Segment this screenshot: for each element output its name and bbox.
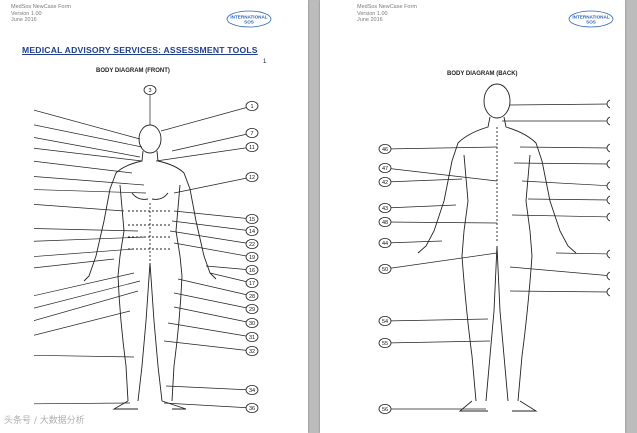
callout-label-14: 14: [249, 229, 255, 235]
callout-label-32: 32: [249, 349, 255, 355]
callout-label-55: 55: [382, 341, 388, 347]
callout-label-15: 15: [249, 217, 255, 223]
callout-label-3: 3: [148, 88, 151, 94]
header-meta: MedSos NewCase Form Version 1.00 June 20…: [11, 4, 71, 24]
callout-label-54: 54: [382, 319, 388, 325]
international-sos-logo-right: INTERNATIONAL SOS: [568, 10, 614, 28]
form-date: June 2016: [357, 17, 417, 24]
callout-label-28: 28: [249, 294, 255, 300]
callout-label-11: 11: [249, 145, 255, 151]
callout-label-50: 50: [382, 267, 388, 273]
callout-label-34: 34: [249, 388, 255, 394]
body-diagram-back: 4647424348445054555637383940454149515253: [360, 81, 610, 421]
callout-label-29: 29: [249, 307, 255, 313]
callout-label-30: 30: [249, 321, 255, 327]
callout-label-31: 31: [249, 335, 255, 341]
window-edge: [628, 0, 637, 433]
callout-label-17: 17: [249, 281, 255, 287]
callout-label-47: 47: [382, 166, 388, 172]
diagram-frame-back: [360, 81, 610, 421]
callout-label-1: 1: [250, 104, 253, 110]
callout-label-43: 43: [382, 206, 388, 212]
header-meta-right: MedSos NewCase Form Version 1.00 June 20…: [357, 4, 417, 24]
callout-label-22: 22: [249, 242, 255, 248]
form-date: June 2016: [11, 17, 71, 24]
callout-label-19: 19: [249, 255, 255, 261]
callout-label-12: 12: [249, 175, 255, 181]
callout-label-44: 44: [382, 241, 388, 247]
form-name: MedSos NewCase Form: [357, 4, 417, 11]
callout-label-7: 7: [250, 131, 253, 137]
page-number: 1: [263, 59, 266, 65]
body-diagram-front: 2456891013212320182425262733351711121514…: [34, 81, 274, 421]
svg-text:SOS: SOS: [244, 20, 254, 25]
diagram-title-back: BODY DIAGRAM (BACK): [447, 71, 518, 77]
callout-label-46: 46: [382, 147, 388, 153]
callout-label-48: 48: [382, 220, 388, 226]
form-name: MedSos NewCase Form: [11, 4, 71, 11]
watermark: 头条号 / 大数据分析: [4, 413, 85, 426]
page-title: MEDICAL ADVISORY SERVICES: ASSESSMENT TO…: [22, 45, 258, 55]
callout-label-56: 56: [382, 407, 388, 413]
callout-label-36: 36: [249, 406, 255, 412]
callout-label-16: 16: [249, 268, 255, 274]
callout-label-42: 42: [382, 180, 388, 186]
page-gutter: [310, 0, 318, 433]
svg-text:SOS: SOS: [586, 20, 596, 25]
diagram-title-front: BODY DIAGRAM (FRONT): [96, 68, 170, 74]
international-sos-logo: INTERNATIONAL SOS: [226, 10, 272, 28]
